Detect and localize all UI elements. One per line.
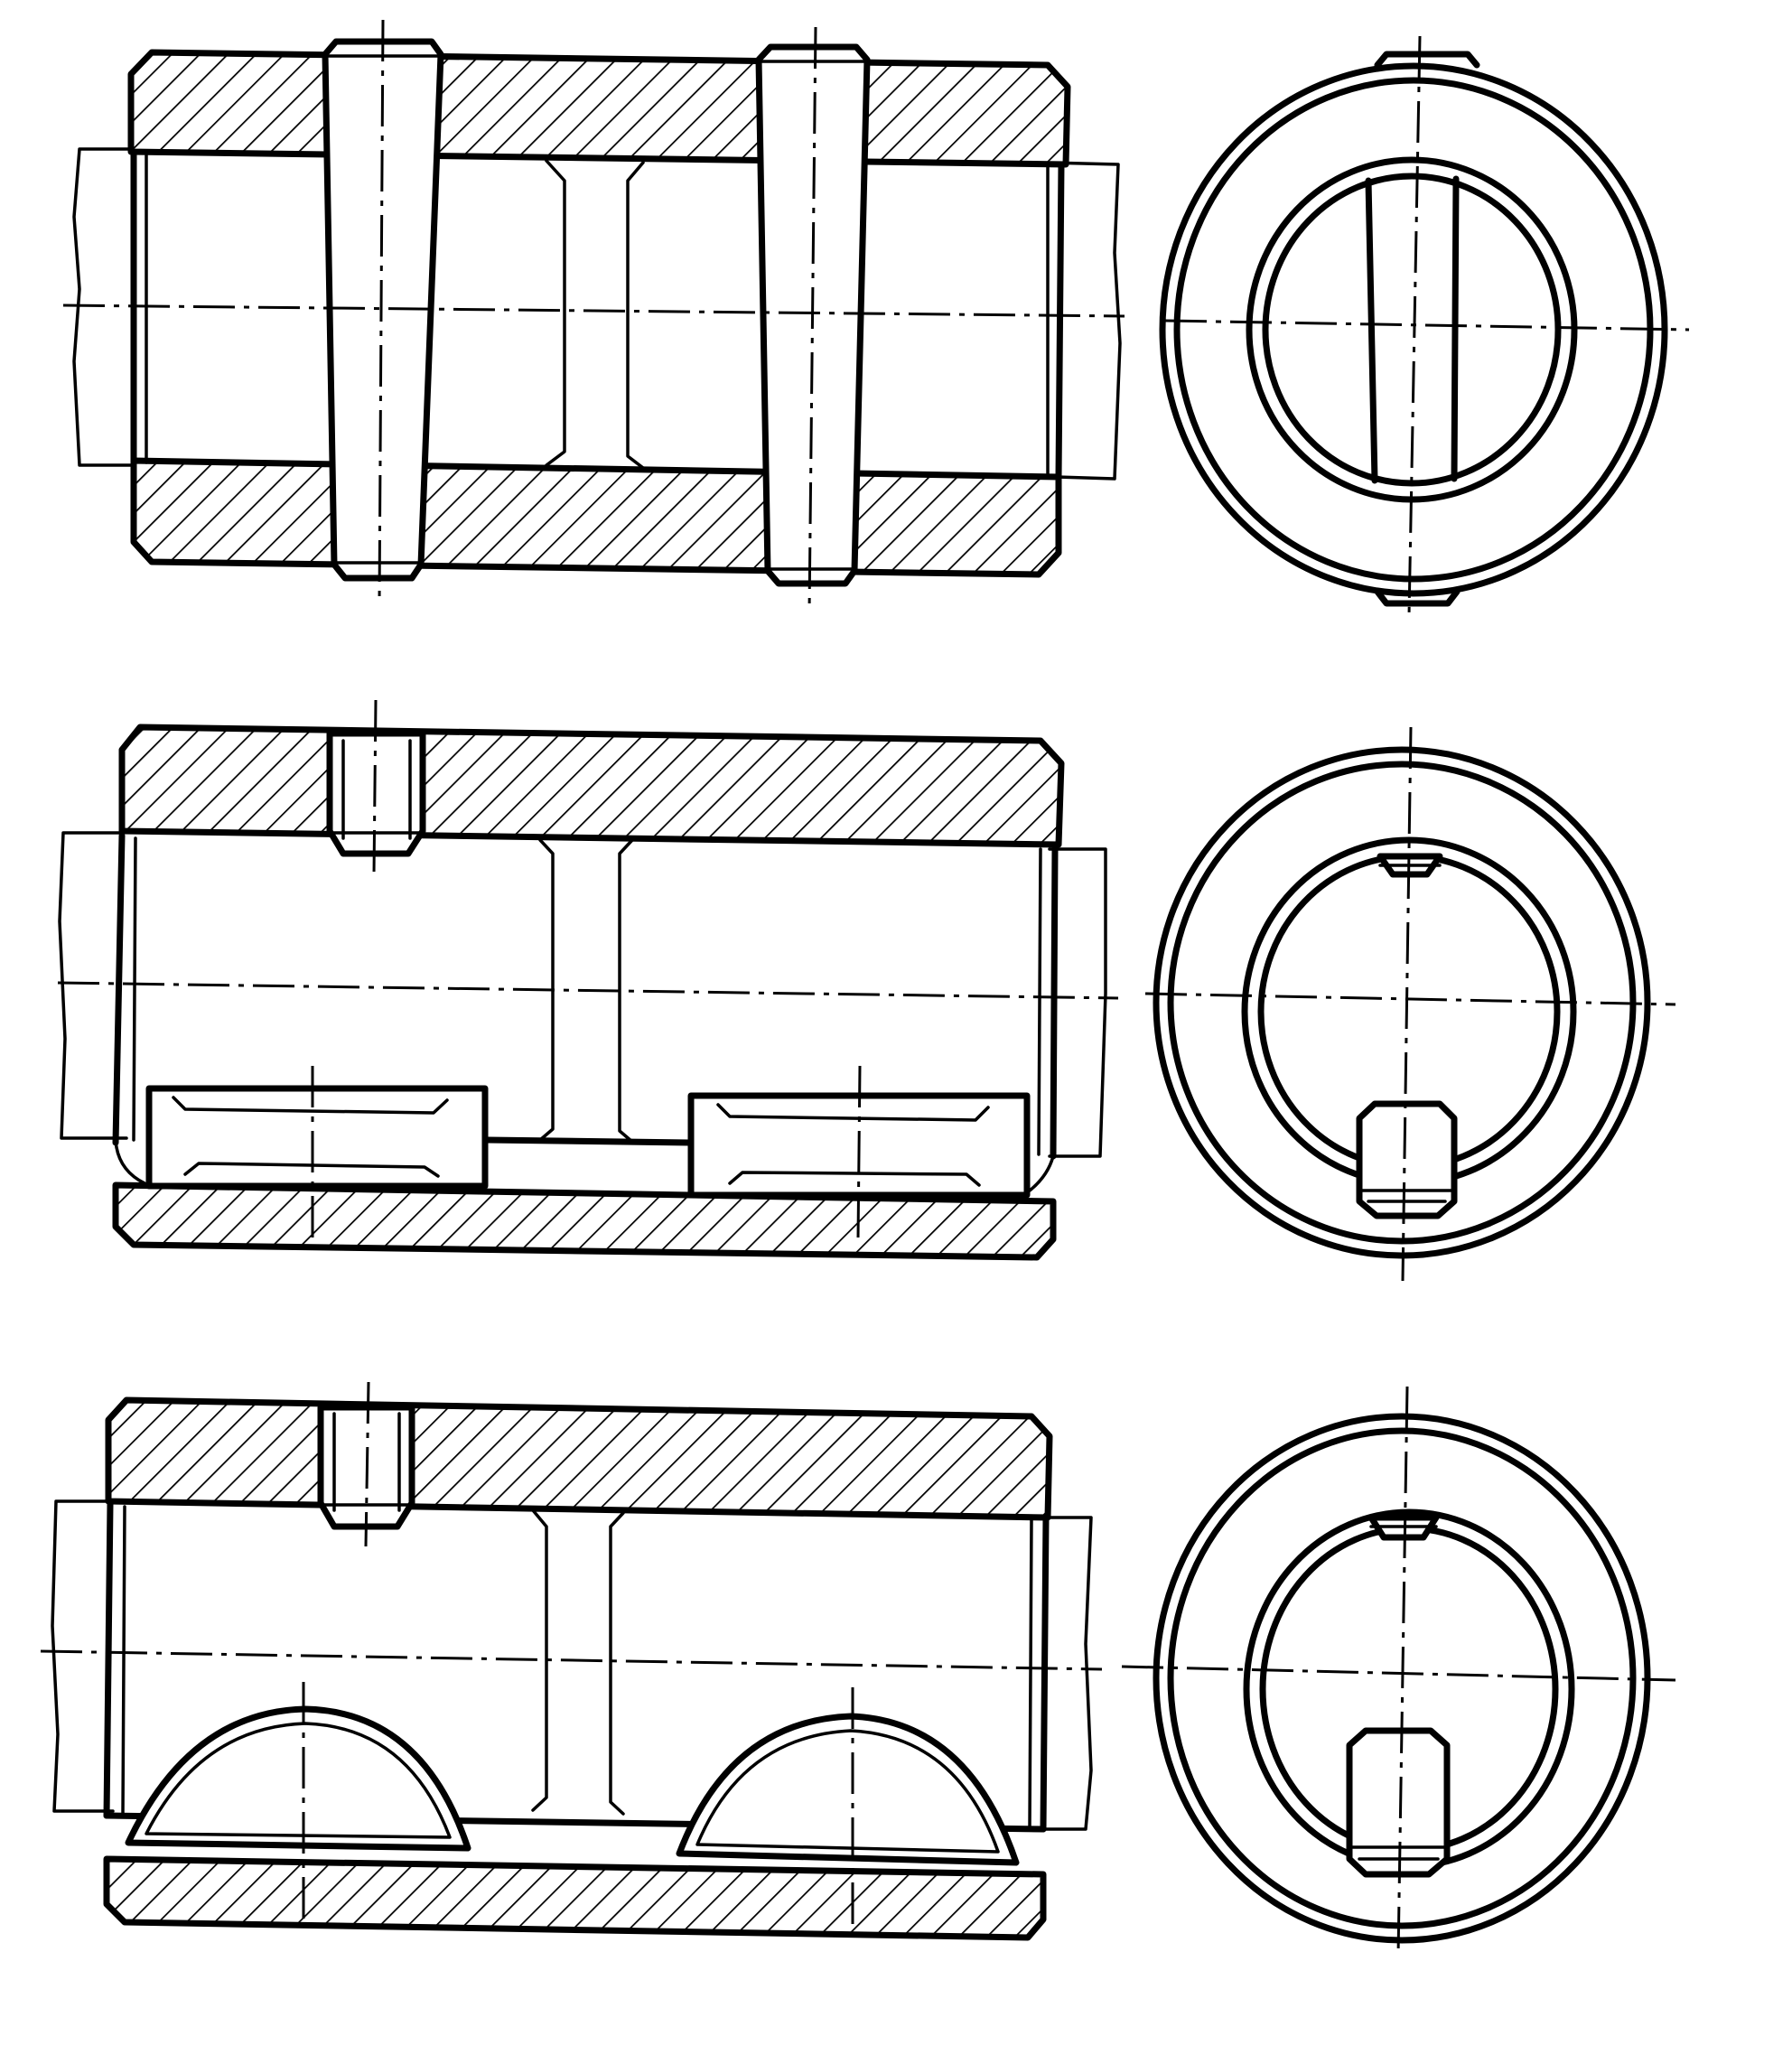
assembly-1-section-view <box>62 19 1125 613</box>
flat-key <box>145 1085 489 1190</box>
center-lines <box>1164 35 1690 617</box>
sleeve-wall-top <box>127 49 1071 168</box>
sleeve-wall-bottom <box>130 457 1062 578</box>
assembly-2-end-view <box>1144 726 1676 1282</box>
center-lines <box>40 1381 1103 1931</box>
sleeve-wall-top <box>118 724 1065 848</box>
sleeve-wall-top <box>105 1396 1053 1521</box>
sleeve-wall-bottom <box>112 1181 1057 1261</box>
assembly-2-section-view <box>57 699 1119 1261</box>
bore-outline <box>112 832 1059 1192</box>
center-lines <box>1121 1386 1676 1957</box>
woodruff-key <box>125 1705 471 1852</box>
shaft-outline <box>72 147 1122 481</box>
flat-key-end <box>1356 1100 1458 1219</box>
taper-pin-end <box>1365 51 1480 607</box>
assembly-1-end-view <box>1159 35 1690 617</box>
center-lines <box>62 19 1125 613</box>
center-lines <box>57 699 1119 1240</box>
woodruff-key-end <box>1346 1727 1451 1878</box>
shaft-outline <box>51 1499 1093 1831</box>
assembly-3-end-view <box>1121 1386 1676 1957</box>
set-screw <box>326 730 426 857</box>
woodruff-key <box>676 1713 1020 1866</box>
sleeve-wall-bottom <box>103 1855 1047 1941</box>
shaft-outline <box>58 831 1107 1158</box>
assembly-3-section-view <box>40 1381 1103 1941</box>
set-screw-end <box>1367 1514 1440 1541</box>
center-lines <box>1144 726 1676 1282</box>
